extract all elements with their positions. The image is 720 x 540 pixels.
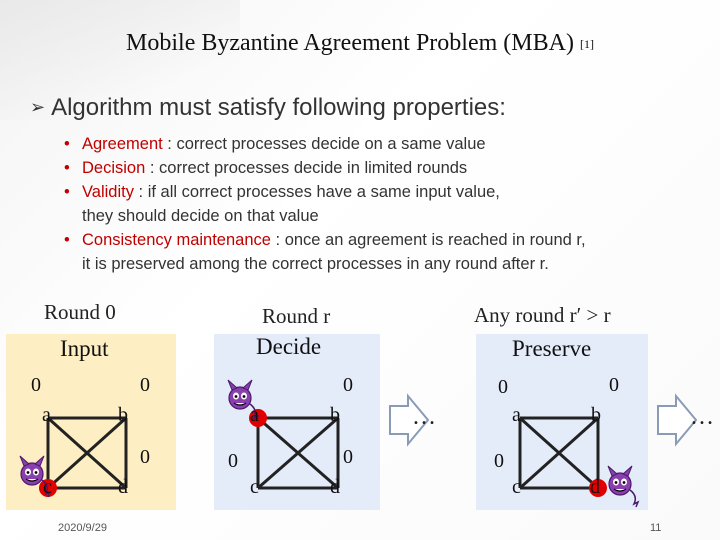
property-text: : correct processes decide on a same val…	[162, 135, 486, 153]
node-c: c	[250, 476, 259, 498]
value-b: 0	[609, 374, 619, 396]
decide-panel	[214, 334, 380, 510]
property-term: Agreement	[82, 135, 163, 153]
property-text: : if all correct processes have a same i…	[133, 183, 500, 201]
property-continuation: they should decide on that value	[82, 207, 319, 225]
property-term: Decision	[82, 159, 146, 177]
list-item: Decision : correct processes decide in l…	[64, 156, 664, 180]
ellipsis: …	[412, 404, 436, 430]
forward-arrow-icon	[389, 393, 430, 447]
reference-marker: [1]	[579, 37, 594, 51]
property-term: Consistency maintenance	[82, 231, 271, 249]
devil-icon	[607, 465, 639, 508]
diagram-3-edges	[518, 416, 600, 490]
forward-arrow-icon	[657, 393, 698, 447]
section-heading: ➢Algorithm must satisfy following proper…	[30, 94, 506, 122]
footer-date: 2020/9/29	[58, 522, 107, 534]
node-c: c	[512, 476, 521, 498]
arrow-bullet-icon: ➢	[30, 97, 46, 117]
value-d: 0	[140, 446, 150, 468]
value-c: 0	[228, 450, 238, 472]
property-list: Agreement : correct processes decide on …	[64, 132, 664, 276]
value-b: 0	[140, 374, 150, 396]
round-label-any: Any round r′ > r	[474, 303, 611, 327]
property-continuation: it is preserved among the correct proces…	[82, 255, 549, 273]
node-a: a	[42, 404, 51, 426]
round-label-0: Round 0	[44, 300, 116, 324]
property-text: : once an agreement is reached in round …	[270, 231, 586, 249]
faulty-node-d	[589, 479, 607, 497]
list-item: Validity : if all correct processes have…	[64, 180, 664, 228]
node-b: b	[591, 404, 601, 426]
node-a: a	[512, 404, 521, 426]
node-d: d	[330, 476, 340, 498]
node-d: d	[590, 476, 600, 498]
heading-text: Algorithm must satisfy following propert…	[51, 94, 506, 121]
property-term: Validity	[82, 183, 134, 201]
node-c: c	[43, 476, 52, 498]
value-a: 0	[498, 376, 508, 398]
diagram-1-edges	[46, 416, 128, 490]
value-d: 0	[343, 446, 353, 468]
value-b: 0	[343, 374, 353, 396]
list-item: Consistency maintenance : once an agreem…	[64, 228, 664, 276]
list-item: Agreement : correct processes decide on …	[64, 132, 664, 156]
value-c: 0	[494, 450, 504, 472]
value-a: 0	[31, 374, 41, 396]
ellipsis: …	[690, 404, 714, 430]
slide-title: Mobile Byzantine Agreement Problem (MBA)…	[0, 30, 720, 57]
page-number: 11	[650, 522, 662, 534]
round-label-r: Round r	[262, 304, 331, 328]
node-b: b	[118, 404, 128, 426]
background-decoration	[0, 0, 240, 120]
preserve-label: Preserve	[512, 336, 592, 361]
decide-label: Decide	[256, 334, 322, 359]
slide-title-text: Mobile Byzantine Agreement Problem (MBA)	[126, 30, 574, 56]
diagram-2-edges	[256, 416, 340, 490]
node-b: b	[330, 404, 340, 426]
input-label: Input	[60, 336, 109, 361]
node-d: d	[118, 476, 128, 498]
node-a: a	[250, 404, 259, 426]
property-text: : correct processes decide in limited ro…	[145, 159, 468, 177]
